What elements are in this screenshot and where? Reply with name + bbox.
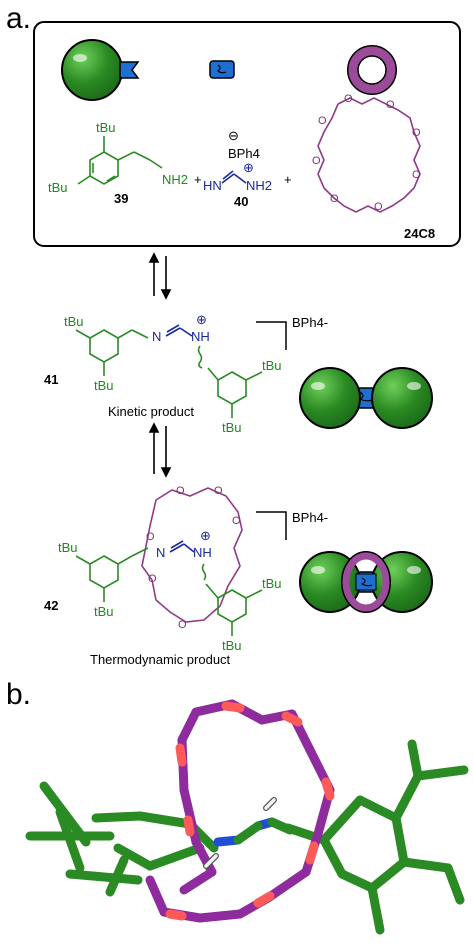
o-42-3: O [146, 531, 155, 543]
tbu-42-d: tBu [222, 638, 242, 653]
crown-o-6: O [330, 193, 339, 205]
o-42-1: O [176, 485, 185, 497]
bracket-41 [256, 321, 287, 350]
ring-cartoon [347, 45, 397, 95]
crown-o-3: O [412, 127, 421, 139]
compound-39-structure [77, 136, 163, 185]
hn-label-40: HN [203, 178, 222, 193]
compound-41-number: 41 [44, 372, 58, 387]
crown-o-1: O [344, 93, 353, 105]
tbu-41-c: tBu [262, 358, 282, 373]
nh-label-41: NH [191, 329, 210, 344]
compound-42-structure [75, 547, 263, 636]
reactant-box [33, 21, 461, 247]
crown-o-2: O [386, 99, 395, 111]
tbu-41-d: tBu [222, 420, 242, 435]
n-label-42: N [156, 545, 165, 560]
panel-a-label: a. [6, 2, 31, 35]
counterion-41: BPh4- [292, 315, 328, 330]
o-42-5: O [178, 619, 187, 631]
tbu-41-a: tBu [64, 314, 84, 329]
kinetic-caption: Kinetic product [108, 404, 194, 419]
o-42-2: O [214, 485, 223, 497]
crown-o-7: O [312, 155, 321, 167]
plus-charge-42: ⊕ [200, 528, 211, 543]
o-42-6: O [232, 515, 241, 527]
equilibrium-arrows-1 [148, 252, 172, 300]
tbu-42-a: tBu [58, 540, 78, 555]
crown-o-8: O [318, 115, 327, 127]
compound-42-number: 42 [44, 598, 58, 613]
crown-in-42 [141, 487, 243, 623]
rotaxane-cartoon [299, 551, 433, 613]
minus-charge-40: ⊖ [228, 128, 239, 143]
tbu-42-c: tBu [262, 576, 282, 591]
o-42-4: O [148, 573, 157, 585]
plus-charge-41: ⊕ [196, 312, 207, 327]
amidine-41 [165, 324, 203, 369]
bph4-label-40: BPh4 [228, 146, 260, 161]
compound-24c8-number: 24C8 [404, 226, 435, 241]
dumbbell-cartoon [299, 367, 433, 429]
crown-o-4: O [412, 169, 421, 181]
tbu-42-b: tBu [94, 604, 114, 619]
compound-41-structure [75, 329, 263, 418]
nh2-label-40: NH2 [246, 178, 272, 193]
nh2-label-39: NH2 [162, 172, 188, 187]
stopper-cartoon [61, 39, 140, 101]
crown-24c8-structure [317, 97, 421, 213]
plus-1: + [194, 172, 202, 187]
compound-40-structure [221, 170, 247, 184]
crown-o-5: O [374, 201, 383, 213]
plus-charge-40: ⊕ [243, 160, 254, 175]
nh-label-42: NH [193, 545, 212, 560]
equilibrium-arrows-2 [148, 422, 172, 478]
amidine-42 [169, 540, 207, 581]
compound-40-number: 40 [234, 194, 248, 209]
panel-b-label: b. [6, 678, 31, 711]
counterion-42: BPh4- [292, 510, 328, 525]
crystal-structure [25, 699, 469, 935]
compound-39-number: 39 [114, 191, 128, 206]
thermo-caption: Thermodynamic product [90, 652, 231, 667]
bracket-42 [256, 511, 287, 540]
tbu-label-39-top: tBu [96, 120, 116, 135]
tbu-label-39-left: tBu [48, 180, 68, 195]
axle-cartoon [209, 60, 235, 79]
plus-2: + [284, 172, 292, 187]
n-label-41: N [152, 329, 161, 344]
tbu-41-b: tBu [94, 378, 114, 393]
